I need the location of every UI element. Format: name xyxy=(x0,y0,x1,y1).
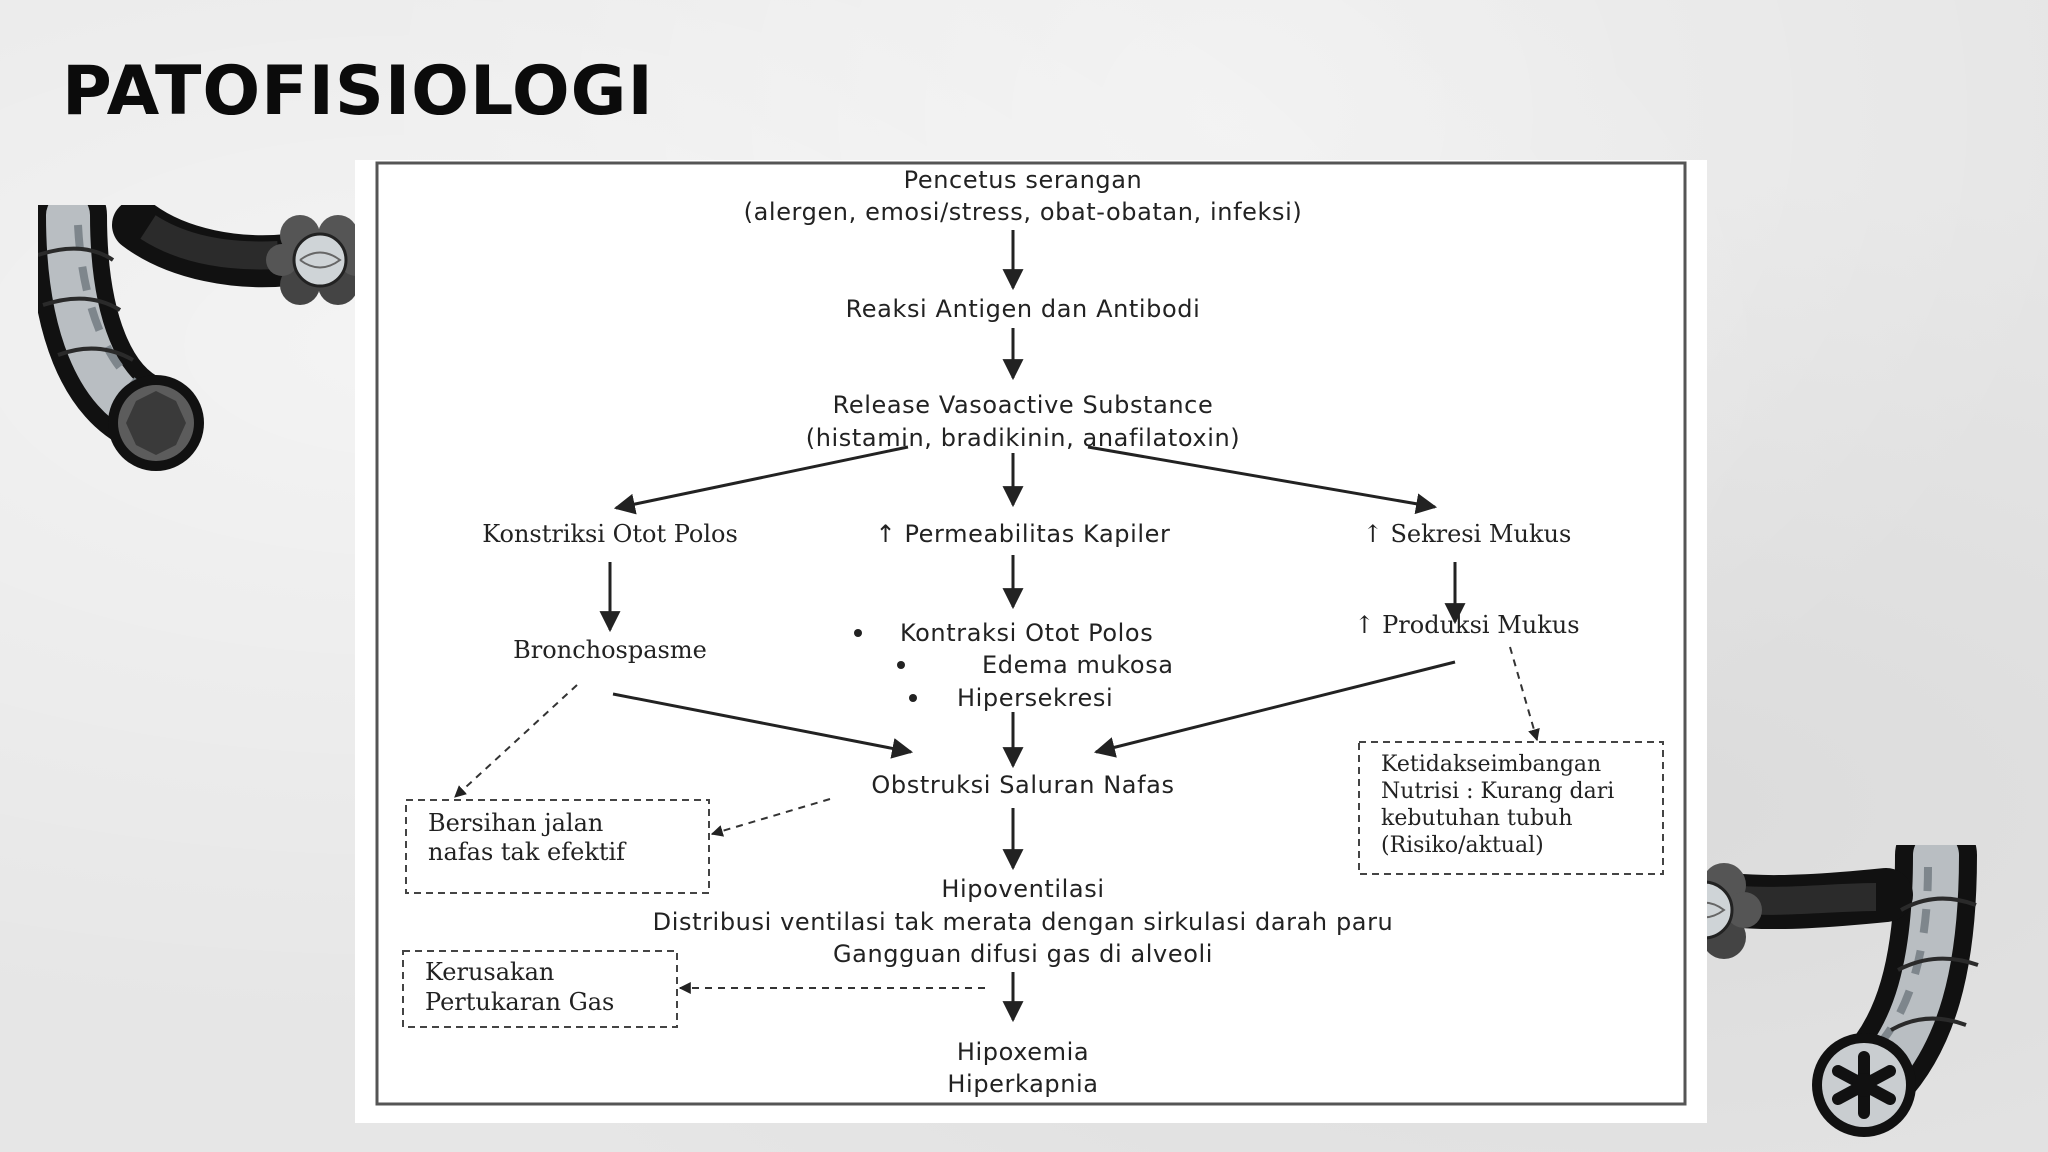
box-gas-exchange-line-2: Pertukaran Gas xyxy=(425,988,614,1016)
arrow-bronchospasm-to-obstruction xyxy=(612,692,914,759)
dashed-arrow-obstruction-to-airway xyxy=(710,798,831,837)
box-nutrition xyxy=(1358,741,1664,875)
box-nutrition-line-2: Nutrisi : Kurang dari xyxy=(1381,779,1614,804)
node-release-substances: (histamin, bradikinin, anafilatoxin) xyxy=(806,424,1241,452)
node-hypoxemia: Hipoxemia xyxy=(957,1038,1089,1066)
bullet-icon xyxy=(909,694,917,702)
node-mucus-production: ↑ Produksi Mukus xyxy=(1354,611,1579,639)
box-airway-clearance-line-1: Bersihan jalan xyxy=(428,809,603,837)
node-release-title: Release Vasoactive Substance xyxy=(833,391,1214,419)
node-permeability: ↑ Permeabilitas Kapiler xyxy=(876,520,1171,548)
node-hypoventilation: Hipoventilasi xyxy=(941,875,1104,903)
box-gas-exchange-line-1: Kerusakan xyxy=(425,958,554,986)
flowchart-panel: Pencetus serangan (alergen, emosi/stress… xyxy=(355,160,1707,1123)
effects-list: Kontraksi Otot Polos Edema mukosa Hipers… xyxy=(854,619,1174,712)
node-hypercapnia: Hiperkapnia xyxy=(947,1070,1098,1098)
effect-item: Kontraksi Otot Polos xyxy=(900,619,1153,647)
node-bronchospasm: Bronchospasme xyxy=(513,636,707,664)
node-constriction: Konstriksi Otot Polos xyxy=(482,520,738,548)
bullet-icon xyxy=(897,661,905,669)
dashed-arrow-bronchospasm-to-airway xyxy=(454,684,578,798)
node-obstruction: Obstruksi Saluran Nafas xyxy=(871,771,1174,799)
node-trigger-causes: (alergen, emosi/stress, obat-obatan, inf… xyxy=(744,198,1303,226)
box-airway-clearance-line-2: nafas tak efektif xyxy=(428,838,627,866)
box-airway-clearance xyxy=(405,799,710,894)
effect-item: Hipersekresi xyxy=(957,684,1113,712)
node-diffusion-disorder: Gangguan difusi gas di alveoli xyxy=(833,940,1213,968)
bullet-icon xyxy=(854,629,862,637)
node-trigger-title: Pencetus serangan xyxy=(904,166,1143,194)
flowchart-border xyxy=(375,161,1687,1106)
node-antigen-reaction: Reaksi Antigen dan Antibodi xyxy=(846,295,1201,323)
effect-item: Edema mukosa xyxy=(982,651,1174,679)
dashed-arrow-production-to-nutrition xyxy=(1509,646,1540,742)
box-nutrition-line-3: kebutuhan tubuh xyxy=(1381,806,1573,831)
node-mucus-secretion: ↑ Sekresi Mukus xyxy=(1363,520,1572,548)
page-title: PATOFISIOLOGI xyxy=(62,52,654,131)
pathophysiology-flowchart: Pencetus serangan (alergen, emosi/stress… xyxy=(375,161,1687,1106)
arrow-release-to-secretion xyxy=(1087,445,1438,515)
arrow-release-to-constriction xyxy=(613,445,909,515)
bronchus-illustration-top-left xyxy=(38,205,372,471)
arrow-production-to-obstruction xyxy=(1093,660,1456,758)
box-nutrition-line-1: Ketidakseimbangan xyxy=(1381,752,1601,777)
node-ventilation-distribution: Distribusi ventilasi tak merata dengan s… xyxy=(653,908,1394,936)
box-nutrition-line-4: (Risiko/aktual) xyxy=(1381,833,1544,858)
box-gas-exchange xyxy=(402,950,678,1028)
